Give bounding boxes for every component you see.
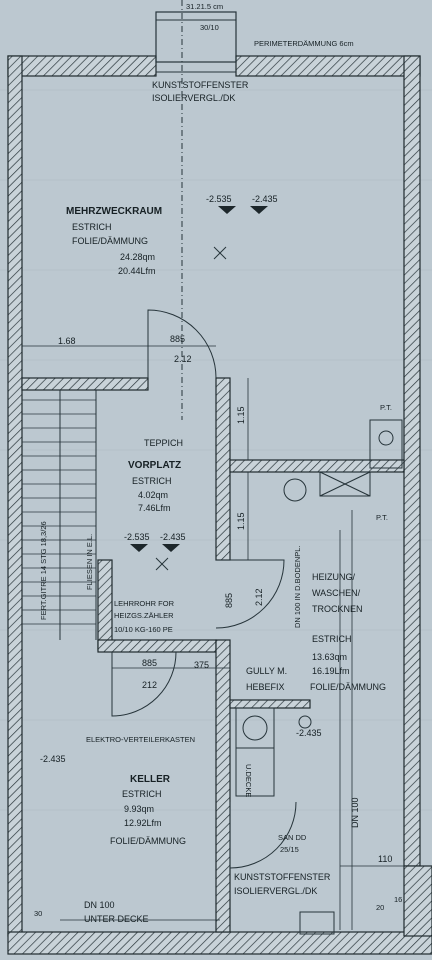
staircase	[22, 390, 97, 640]
heizung-name2: WASCHEN/	[312, 588, 361, 598]
keller-floor: ESTRICH	[122, 789, 162, 799]
keller-area: 9.93qm	[124, 804, 154, 814]
top-dim: 31.21.5 cm	[186, 2, 223, 11]
dn100-bottom: DN 100	[84, 900, 115, 910]
leerrohr-line3: 10/10 KG-160 PE	[114, 625, 173, 634]
dim-115-a: 1.15	[236, 406, 246, 424]
dimension-lines	[22, 345, 404, 867]
perimeter-note: PERIMETERDÄMMUNG 6cm	[254, 39, 354, 48]
keller-finish: FOLIE/DÄMMUNG	[110, 836, 186, 846]
room-mehrzweckraum-name: MEHRZWECKRAUM	[66, 206, 162, 217]
dn100-right: DN 100	[350, 797, 360, 828]
stair-note-b: FLIESEN IN E.L.	[85, 534, 94, 590]
dim-885-mid: 885	[224, 593, 234, 608]
sandd-line1: SAN DD	[278, 833, 307, 842]
room-mehrzweckraum-perimeter: 20.44Lfm	[118, 266, 156, 276]
labels: 31.21.5 cm 30/10 PERIMETERDÄMMUNG 6cm KU…	[34, 2, 402, 924]
dim-885-top: 885	[170, 334, 185, 344]
gully-line2: HEBEFIX	[246, 682, 285, 692]
window-top-line1: KUNSTSTOFFENSTER	[152, 80, 249, 90]
room-mehrzweckraum-area: 24.28qm	[120, 252, 155, 262]
dim-16: 16	[394, 895, 402, 904]
level-vp-a: -2.535	[124, 532, 150, 542]
interior-walls	[21, 377, 405, 933]
heizung-floor: ESTRICH	[312, 634, 352, 644]
window-bottom-line2: ISOLIERVERGL./DK	[234, 886, 317, 896]
pt-top: P.T.	[380, 403, 392, 412]
room-mehrzweckraum-finish: FOLIE/DÄMMUNG	[72, 236, 148, 246]
door-swings	[111, 309, 297, 869]
vorplatz-area: 4.02qm	[138, 490, 168, 500]
level-vp-b: -2.435	[160, 532, 186, 542]
heizung-finish: FOLIE/DÄMMUNG	[310, 682, 386, 692]
dim-375: 375	[194, 660, 209, 670]
dim-212-low: 212	[142, 680, 157, 690]
vorplatz-covering: TEPPICH	[144, 438, 183, 448]
vorplatz-perimeter: 7.46Lfm	[138, 503, 171, 513]
level-markers	[130, 206, 268, 571]
pt-low: P.T.	[376, 513, 388, 522]
top-opening: 30/10	[200, 23, 219, 32]
top-window	[155, 0, 237, 420]
sandd-line2: 25/15	[280, 845, 299, 854]
vorplatz-floor: ESTRICH	[132, 476, 172, 486]
dim-30: 30	[34, 909, 42, 918]
leerrohr-line2: HEIZGS.ZÄHLER	[114, 611, 174, 620]
stair-note-a: FERT.GITRE 14 STG 18,3/26	[39, 521, 48, 620]
dim-115-b: 1.15	[236, 512, 246, 530]
keller-name: KELLER	[130, 774, 171, 785]
fixtures	[60, 419, 403, 935]
leerrohr-line1: LEHRROHR FOR	[114, 599, 175, 608]
dim-212-top: 2.12	[174, 354, 192, 364]
dim-110: 110	[378, 854, 392, 864]
level-heizung: -2.435	[296, 728, 322, 738]
room-mehrzweckraum-floor: ESTRICH	[72, 222, 112, 232]
dim-212-mid: 2.12	[254, 588, 264, 606]
level-keller: -2.435	[40, 754, 66, 764]
dim-168: 1.68	[58, 336, 76, 346]
keller-perimeter: 12.92Lfm	[124, 818, 162, 828]
u-decke: U.DECKE	[244, 764, 253, 797]
dim-885-low: 885	[142, 658, 157, 668]
gully-line1: GULLY M.	[246, 666, 287, 676]
dn100-boden: DN 100 IN D.BODENPL.	[293, 545, 302, 628]
vorplatz-name: VORPLATZ	[128, 460, 181, 471]
level-mz-b: -2.435	[252, 194, 278, 204]
elektro-note: ELEKTRO-VERTEILERKASTEN	[86, 735, 195, 744]
unter-decke: UNTER DECKE	[84, 914, 149, 924]
heizung-area: 13.63qm	[312, 652, 347, 662]
window-top-line2: ISOLIERVERGL./DK	[152, 93, 235, 103]
heizung-name3: TROCKNEN	[312, 604, 363, 614]
heizung-perimeter: 16.19Lfm	[312, 666, 350, 676]
heizung-name1: HEIZUNG/	[312, 572, 356, 582]
level-mz-a: -2.535	[206, 194, 232, 204]
dim-20: 20	[376, 903, 384, 912]
window-bottom-line1: KUNSTSTOFFENSTER	[234, 872, 331, 882]
